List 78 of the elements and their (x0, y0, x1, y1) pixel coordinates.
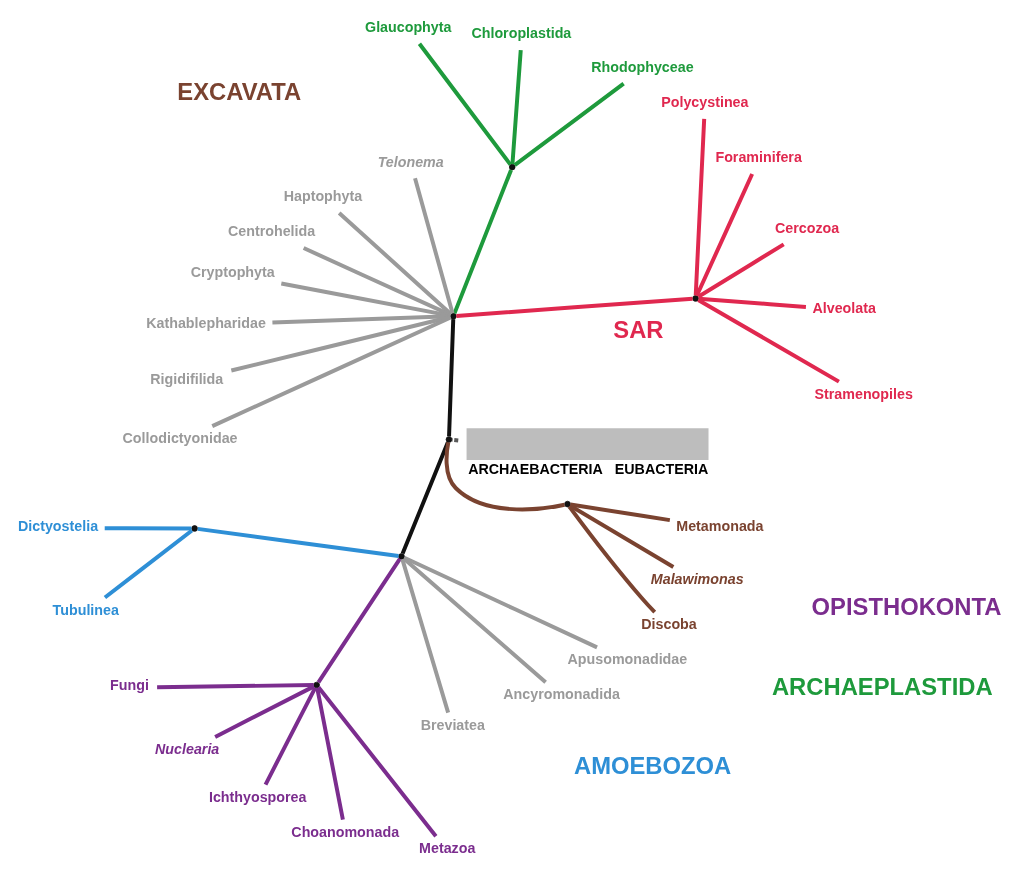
node-text: Ichthyosporea (208, 788, 307, 805)
connector (214, 684, 315, 739)
connector (272, 314, 451, 325)
node-text: Cercozoa (775, 219, 840, 236)
label: SAR (613, 315, 664, 343)
connector (697, 242, 785, 299)
connector (569, 503, 675, 569)
connector (513, 82, 625, 167)
node-text: Dictyostelia (17, 517, 99, 534)
label: EXCAVATA (177, 77, 302, 105)
node-label: ARCHAEBACTERIA EUBACTERIA (468, 460, 709, 477)
node-point (398, 553, 405, 560)
node-text: Rhodophyceae (591, 58, 694, 75)
connector (103, 528, 194, 600)
node-text: Metamonada (676, 517, 764, 534)
node-text: Breviatea (420, 716, 485, 733)
connector (400, 558, 451, 714)
node-text: Stramenopiles (814, 385, 913, 402)
node-text: Choanomonada (291, 823, 400, 840)
node-point (564, 500, 571, 508)
connector (444, 442, 565, 512)
node-text: Kathablepharidae (146, 314, 266, 331)
node-box (466, 428, 709, 461)
node-text: Foraminifera (715, 149, 802, 166)
connector (263, 686, 318, 786)
node-text: Chloroplastida (471, 25, 572, 42)
connector (403, 555, 598, 650)
node-text: Collodictyonidae (122, 430, 238, 447)
node-point (508, 163, 516, 171)
node-point (313, 681, 320, 689)
connector (230, 315, 451, 373)
connector (567, 505, 657, 614)
connector (280, 281, 451, 318)
node-text: Telonema (377, 153, 444, 170)
node-point (692, 295, 699, 302)
node-text: Glaucophyta (365, 19, 452, 36)
node-text: Rigidifilida (150, 370, 224, 387)
node-text: Haptophyta (283, 188, 363, 205)
node-point (445, 436, 453, 443)
node-text: Alveolata (812, 299, 876, 316)
connector (316, 557, 402, 684)
connector (157, 683, 314, 690)
label: OPISTHOKONTA (811, 593, 1002, 621)
node-text: Apusomonadidae (567, 651, 688, 668)
connector (698, 296, 807, 309)
node-text: Polycystinea (661, 94, 749, 111)
node-text: Metazoa (419, 840, 476, 857)
connector (211, 315, 452, 428)
label: AMOEBOZOA (574, 751, 732, 779)
connector (316, 686, 438, 838)
connector (456, 296, 693, 318)
connector (452, 169, 513, 315)
connector (417, 42, 512, 166)
connector (302, 246, 452, 317)
connector (447, 319, 456, 437)
node-text: Centrohelida (227, 223, 316, 240)
connector (697, 298, 840, 384)
connector (402, 556, 547, 684)
node-text: Fungi (110, 677, 149, 694)
connector (510, 49, 523, 165)
connector (315, 687, 345, 820)
node-text: Ancyromonadida (503, 686, 620, 703)
node-text: Tubulinea (52, 601, 119, 618)
connector (337, 211, 453, 316)
connector (104, 526, 192, 531)
node-text: Malawimonas (650, 571, 744, 588)
label: ARCHAEPLASTIDA (771, 672, 993, 700)
connector (693, 118, 707, 296)
node-point (191, 525, 198, 532)
connector (695, 173, 754, 297)
node-text: Cryptophyta (190, 263, 275, 280)
connector (413, 177, 455, 314)
connector (451, 437, 459, 443)
connector (570, 502, 671, 523)
connector (197, 526, 399, 558)
node-text: Discoba (641, 616, 697, 633)
node-text: Nuclearia (155, 740, 220, 757)
node-point (450, 312, 457, 320)
